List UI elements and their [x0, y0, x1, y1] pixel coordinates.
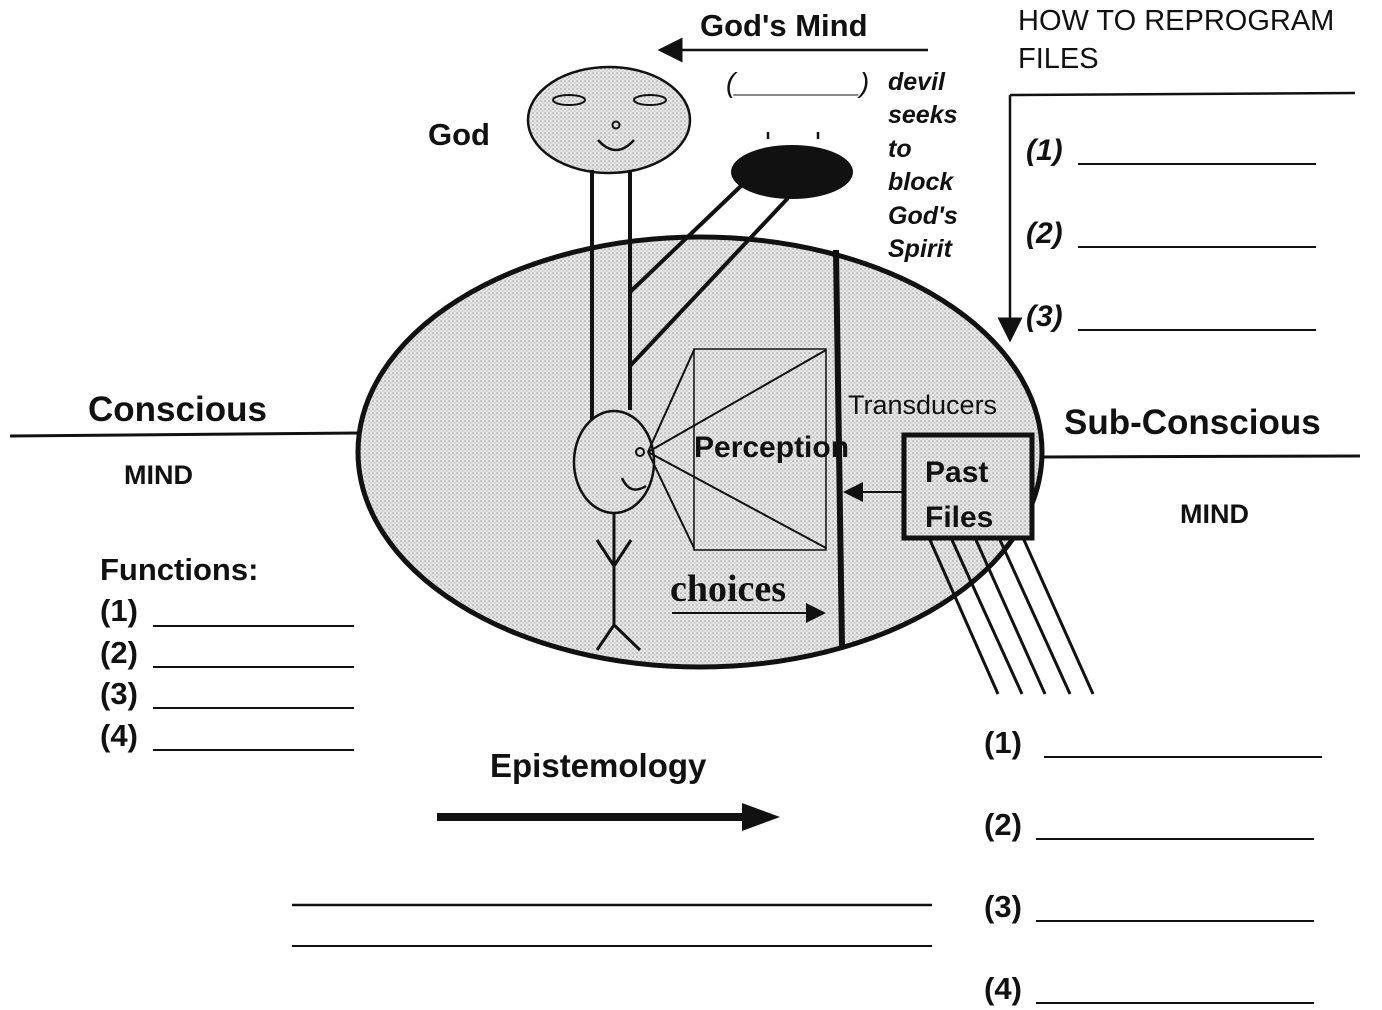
functions-item-3: (3) — [100, 676, 138, 711]
devil-note-line-6: Spirit — [888, 235, 954, 263]
devil-note-line-5: God's — [888, 202, 958, 230]
reprogram-item-3: (3) — [1026, 300, 1063, 333]
god-label: God — [428, 117, 490, 152]
subconscious-mind-label: MIND — [1180, 499, 1249, 529]
perception-label: Perception — [694, 431, 849, 464]
functions-item-2: (2) — [100, 635, 138, 670]
choices-label: choices — [670, 568, 786, 610]
reprogram-list: (1) (2) (3) — [1026, 134, 1316, 333]
subconscious-item-3: (3) — [984, 889, 1022, 924]
functions-item-1: (1) — [100, 593, 138, 628]
reprogram-title-line-1: HOW TO REPROGRAM — [1018, 5, 1334, 37]
devil-note-line-3: to — [888, 135, 912, 163]
conscious-label: Conscious — [88, 390, 267, 429]
past-files-label-line-1: Past — [925, 456, 988, 489]
functions-list: (1) (2) (3) (4) — [100, 593, 354, 753]
devil-note-line-2: seeks — [888, 101, 958, 129]
devil-note-line-4: block — [888, 168, 954, 196]
gods-mind-label: God's Mind — [700, 8, 868, 43]
reprogram-title-line-2: FILES — [1018, 43, 1099, 75]
subconscious-item-1: (1) — [984, 725, 1022, 760]
god-face — [528, 67, 690, 173]
reprogram-bracket-top — [1010, 93, 1355, 95]
blank-parens: (________) — [726, 67, 869, 98]
epistemology-arrow — [437, 803, 780, 831]
conscious-line — [10, 433, 360, 436]
devil-shape — [731, 132, 853, 199]
subconscious-item-2: (2) — [984, 807, 1022, 842]
past-files-label-line-2: Files — [925, 501, 993, 534]
subconscious-list: (1) (2) (3) (4) — [984, 725, 1322, 1006]
subconscious-label: Sub-Conscious — [1064, 403, 1321, 442]
devil-note: devil seeks to block God's Spirit — [888, 68, 958, 263]
devil-note-line-1: devil — [888, 68, 946, 96]
subconscious-item-4: (4) — [984, 971, 1022, 1006]
reprogram-item-1: (1) — [1026, 134, 1063, 167]
functions-item-4: (4) — [100, 718, 138, 753]
reprogram-item-2: (2) — [1026, 217, 1063, 250]
conscious-mind-label: MIND — [124, 460, 193, 490]
epistemology-label: Epistemology — [490, 747, 707, 784]
functions-label: Functions: — [100, 552, 258, 587]
transducers-label: Transducers — [848, 390, 997, 420]
subconscious-line — [1042, 456, 1360, 457]
person-face — [574, 411, 654, 513]
